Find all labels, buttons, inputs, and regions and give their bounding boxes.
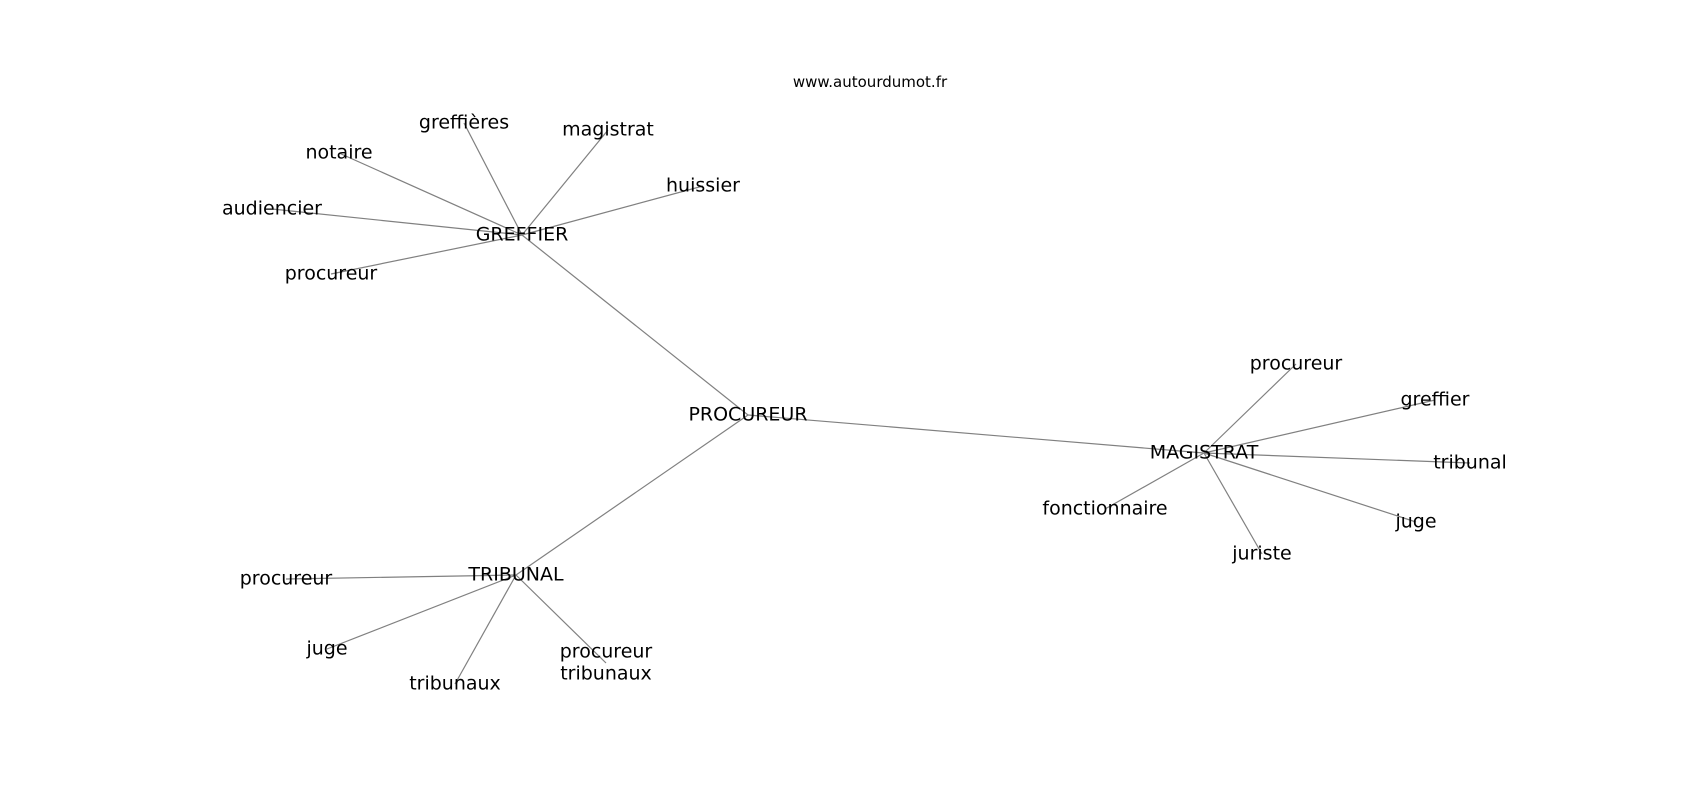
node-label-m-procureur: procureur: [1250, 353, 1343, 375]
edge-magistrat-m_greffier: [1203, 399, 1436, 454]
node-label-magistrat: MAGISTRAT: [1150, 442, 1259, 464]
edge-tribunal-t_tribunaux: [454, 574, 517, 685]
edge-magistrat-m_fonctionnaire: [1104, 452, 1205, 510]
node-label-m-fonctionnaire: fonctionnaire: [1042, 498, 1167, 520]
edge-tribunal-t_juge: [326, 574, 517, 650]
graph-node-labels: PROCUREUR GREFFIER MAGISTRAT TRIBUNAL greffi…: [222, 112, 1507, 695]
edge-greffier-g_audiencier: [271, 208, 523, 236]
edge-tribunal-t_procureur_tribunaux: [515, 574, 607, 664]
edge-magistrat-m_juriste: [1203, 452, 1263, 555]
node-label-center: PROCUREUR: [688, 404, 807, 426]
edge-greffier-g_procureur: [330, 234, 523, 275]
node-label-m-tribunal: tribunal: [1433, 452, 1507, 474]
node-label-greffier: GREFFIER: [476, 224, 569, 246]
edge-magistrat-m_procureur: [1203, 363, 1297, 454]
node-label-g-audiencier: audiencier: [222, 198, 322, 220]
edge-center-magistrat: [747, 414, 1205, 454]
graph-edges: [271, 122, 1471, 685]
edge-magistrat-m_tribunal: [1203, 452, 1471, 464]
node-label-t-procureur: procureur: [240, 568, 333, 590]
edge-magistrat-m_juge: [1203, 452, 1417, 523]
node-label-g-notaire: notaire: [305, 142, 372, 164]
watermark: www.autourdumot.fr: [793, 73, 948, 91]
edge-greffier-g_huissier: [521, 185, 704, 236]
node-label-g-greffieres: greffières: [419, 112, 509, 134]
node-label-m-juge: juge: [1394, 511, 1436, 533]
node-label-m-juriste: juriste: [1231, 543, 1291, 565]
edge-greffier-g_notaire: [338, 152, 523, 236]
node-label-t-tribunaux: tribunaux: [409, 673, 501, 695]
node-label-g-procureur: procureur: [285, 263, 378, 285]
node-label-m-greffier: greffier: [1400, 389, 1469, 411]
node-label-g-magistrat: magistrat: [562, 119, 654, 141]
edge-center-tribunal: [515, 414, 749, 576]
edge-greffier-g_magistrat: [521, 129, 609, 236]
edge-center-greffier: [521, 234, 749, 416]
node-label-tribunal: TRIBUNAL: [467, 564, 564, 586]
edge-tribunal-t_procureur: [285, 574, 517, 580]
edge-greffier-g_greffieres: [463, 122, 523, 236]
node-label-t-juge: juge: [305, 638, 347, 660]
node-label-g-huissier: huissier: [666, 175, 740, 197]
